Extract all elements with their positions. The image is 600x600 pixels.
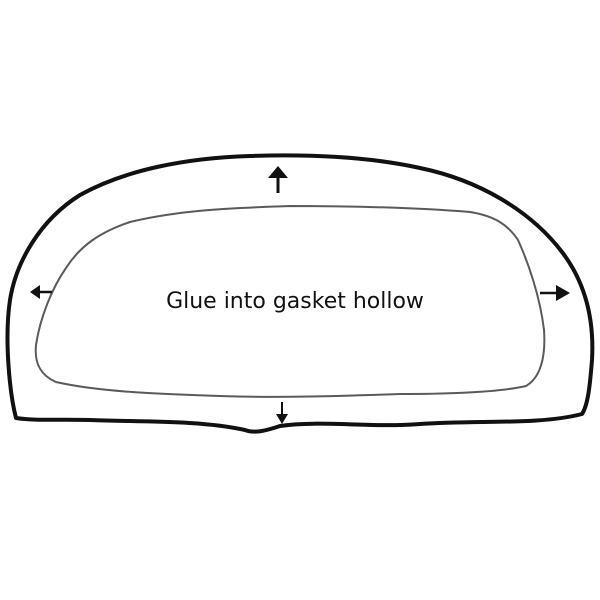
inner-gasket-outline — [34, 205, 546, 398]
arrow-right-icon — [540, 285, 570, 301]
instruction-text: Glue into gasket hollow — [166, 289, 424, 314]
outer-gasket-outline — [5, 153, 595, 434]
arrow-left-icon — [30, 285, 52, 299]
arrow-up-icon — [268, 166, 288, 193]
arrow-down-icon — [276, 402, 288, 424]
